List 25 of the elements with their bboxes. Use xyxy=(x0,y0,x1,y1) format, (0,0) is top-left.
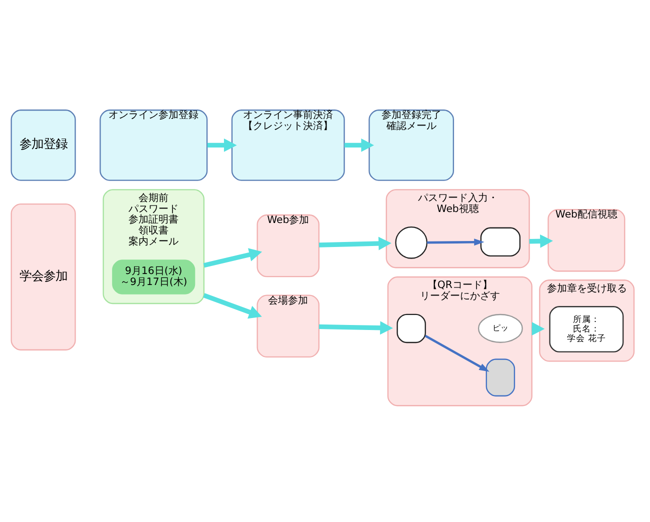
node-box: 参加登録 xyxy=(10,110,76,181)
arrow xyxy=(207,138,237,152)
node-box: 9月16日(水)～9月17日(木) xyxy=(112,260,196,294)
arrow xyxy=(426,238,484,246)
node-ellipse: ピッ xyxy=(478,314,523,343)
arrow xyxy=(318,321,393,335)
arrow xyxy=(424,334,490,372)
arrow xyxy=(529,234,553,248)
node-box: 会場参加 xyxy=(256,294,320,358)
node-box: 学会参加 xyxy=(10,204,76,350)
node-box: 参加登録完了確認メール xyxy=(368,110,454,181)
node-box: 所属： 氏名： 学会 花子 xyxy=(549,306,624,352)
node-box: Web参加 xyxy=(256,214,320,278)
node-circle xyxy=(395,226,428,259)
node-box xyxy=(396,314,426,344)
arrow xyxy=(318,236,392,250)
node-box xyxy=(486,358,516,396)
node-box: オンライン参加登録 xyxy=(100,110,208,181)
arrow xyxy=(203,248,262,268)
arrow xyxy=(203,293,262,319)
node-box: オンライン事前決済【クレジット決済】 xyxy=(231,110,345,181)
cluster: パスワード入力・Web視聴 xyxy=(386,189,530,268)
node-box: Web配信視聴 xyxy=(548,208,626,272)
arrow xyxy=(344,138,374,152)
node-box xyxy=(480,227,521,257)
